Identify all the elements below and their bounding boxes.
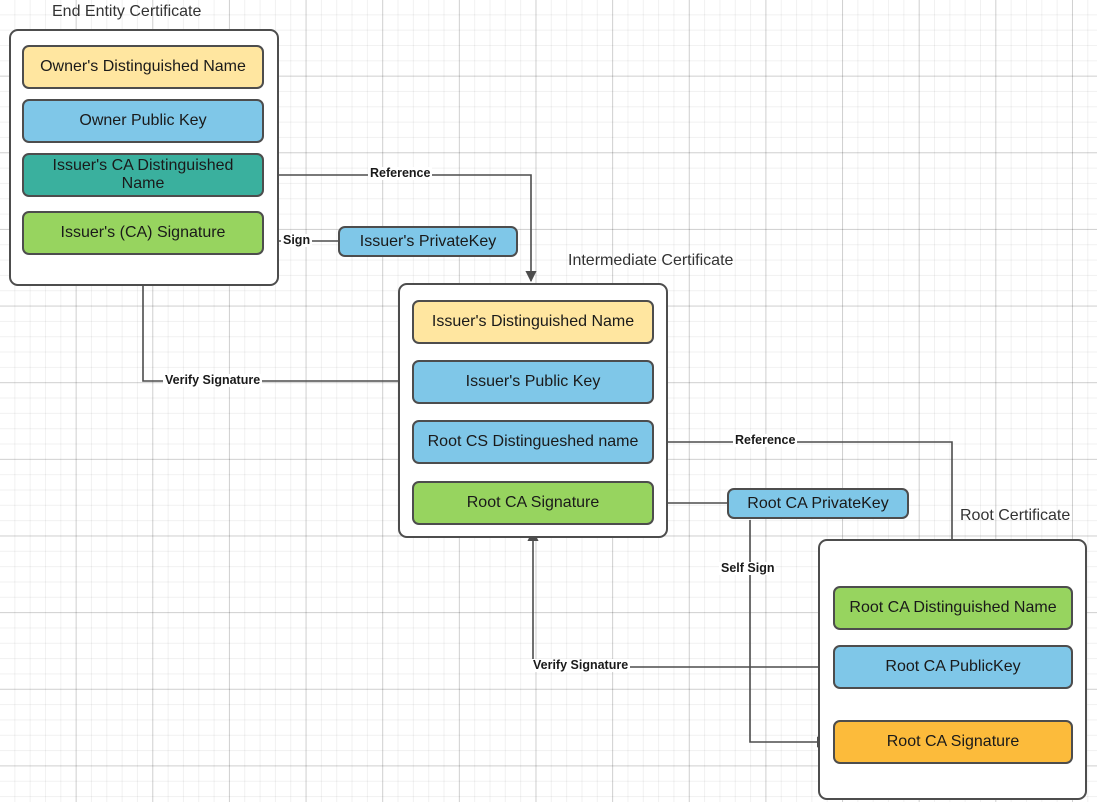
intermediate-field-root-cs-distingueshed-name[interactable]: Root CS Distingueshed name [412,420,654,464]
edge-label-self-sign: Self Sign [719,561,777,575]
issuer-private-key-box[interactable]: Issuer's PrivateKey [338,226,518,257]
intermediate-field-issuer-distinguished-name[interactable]: Issuer's Distinguished Name [412,300,654,344]
end-entity-field-issuer-ca-distinguished-name[interactable]: Issuer's CA Distinguished Name [22,153,264,197]
end-entity-certificate-title: End Entity Certificate [52,3,202,20]
edge-label-sign: Sign [281,233,313,247]
end-entity-field-owner-public-key[interactable]: Owner Public Key [22,99,264,143]
root-ca-private-key-box[interactable]: Root CA PrivateKey [727,488,909,519]
edge-self-sign [749,520,829,748]
edge-label-reference-bottom: Reference [733,433,798,447]
intermediate-certificate-title: Intermediate Certificate [568,252,734,269]
intermediate-field-issuer-public-key[interactable]: Issuer's Public Key [412,360,654,404]
root-certificate-title: Root Certificate [960,507,1071,524]
end-entity-field-owner-distinguished-name[interactable]: Owner's Distinguished Name [22,45,264,89]
edge-label-reference-top: Reference [368,166,433,180]
edge-verify-signature-bottom [527,529,833,668]
intermediate-field-root-ca-signature[interactable]: Root CA Signature [412,481,654,525]
root-field-root-ca-signature[interactable]: Root CA Signature [833,720,1073,764]
root-field-root-ca-public-key[interactable]: Root CA PublicKey [833,645,1073,689]
edge-verify-signature-top [137,257,412,382]
edge-reference-top [264,174,537,283]
root-field-root-ca-distinguished-name[interactable]: Root CA Distinguished Name [833,586,1073,630]
end-entity-field-issuer-ca-signature[interactable]: Issuer's (CA) Signature [22,211,264,255]
edge-label-verify-signature-bottom: Verify Signature [531,658,631,672]
edge-label-verify-signature-top: Verify Signature [163,373,263,387]
